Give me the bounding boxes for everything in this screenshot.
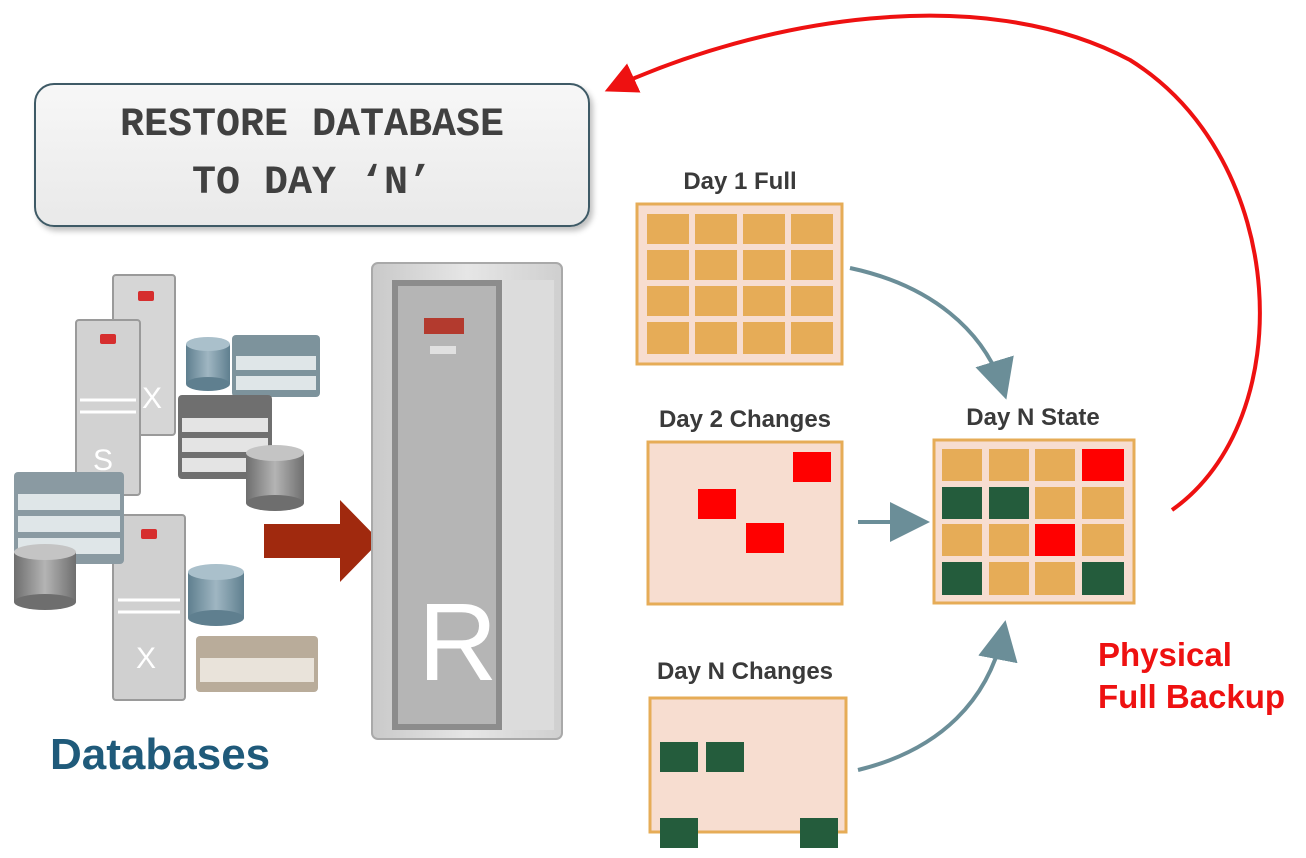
storage-unit [196, 636, 318, 692]
svg-text:X: X [142, 382, 162, 415]
day1-full-label: Day 1 Full [683, 168, 797, 195]
svg-text:X: X [136, 642, 156, 675]
restore-arrow [604, 13, 1262, 512]
command-line-2: TO DAY ‘N’ [191, 161, 433, 206]
day2-changes-label: Day 2 Changes [658, 406, 832, 433]
dayn-changes-label: Day N Changes [656, 658, 834, 685]
merge-arrow-day1 [849, 266, 1014, 400]
command-line-1: RESTORE DATABASE [119, 103, 505, 148]
database-icon [188, 564, 244, 626]
server-letter-s: S [93, 444, 113, 477]
merge-arrow-dayn [857, 620, 1018, 772]
dayn-state-blocks [942, 449, 1124, 595]
database-icon [246, 445, 304, 511]
server-tower-s: S [75, 319, 141, 496]
storage-unit [232, 335, 320, 397]
recovery-appliance-rack: R [371, 262, 563, 740]
day2-changed-blocks [698, 452, 831, 553]
server-tower-front: X [112, 514, 186, 701]
ingest-arrow-icon [264, 500, 380, 582]
database-icon [186, 337, 230, 391]
physical-line-1: Physical [1098, 636, 1232, 673]
appliance-letter: R [418, 581, 497, 704]
dayn-new-blocks [660, 742, 838, 848]
databases-label: Databases [50, 730, 271, 779]
physical-line-2: Full Backup [1098, 678, 1286, 715]
dayn-changes-panel [648, 696, 848, 834]
physical-full-backup-label: Physical Full Backup [1098, 634, 1285, 718]
dayn-state-label: Day N State [966, 404, 1100, 431]
database-icon [14, 544, 76, 610]
restore-command-box: RESTORE DATABASE TO DAY ‘N’ [34, 83, 590, 227]
day1-full-blocks [647, 214, 833, 354]
